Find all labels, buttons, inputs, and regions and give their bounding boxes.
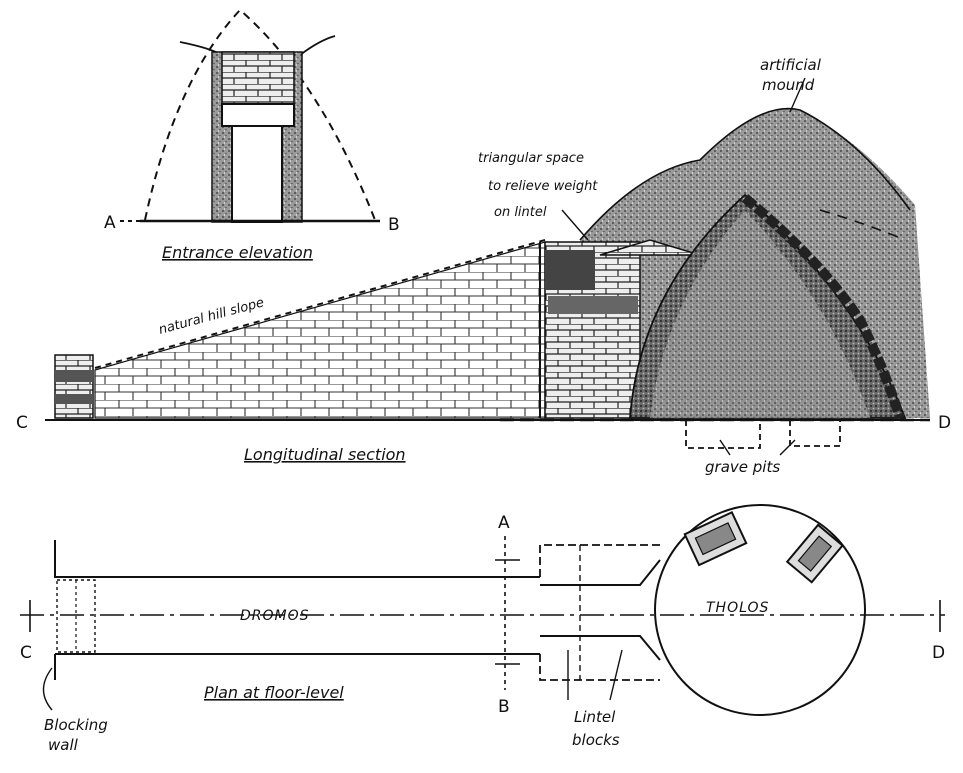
triangular-space-label-line3: on lintel [494,205,547,220]
marker-d-section: D [938,413,951,433]
artificial-mound-label-line2: mound [762,76,815,94]
entrance-elevation-caption: Entrance elevation [162,243,313,262]
artificial-mound-label-line1: artificial [760,56,822,74]
plan-at-floor-level-caption: Plan at floor-level [204,683,344,702]
entrance-elevation: A B Entrance elevation [104,8,400,262]
marker-c-plan: C [20,643,32,663]
marker-a-plan: A [498,513,510,533]
grave-pits-label: grave pits [705,458,780,476]
floor-plan: DROMOS THOLOS Plan at floor-level Blocki… [20,504,945,754]
blocking-wall-label-line1: Blocking [44,716,108,734]
longitudinal-section: C D artificial mound triangular space to… [16,56,951,476]
lintel-blocks-label-line2: blocks [572,731,620,749]
lintel-blocks-label-line1: Lintel [574,708,616,726]
triangular-space-label-line1: triangular space [478,151,584,166]
marker-a-elevation: A [104,213,116,233]
tholos-label: THOLOS [706,600,769,616]
triangular-space-label-line2: to relieve weight [488,179,598,194]
dromos-label: DROMOS [240,608,310,624]
blocking-wall-label-line2: wall [48,736,79,754]
longitudinal-section-caption: Longitudinal section [244,445,406,464]
marker-d-plan: D [932,643,945,663]
marker-b-plan: B [498,697,510,717]
marker-b-elevation: B [388,215,400,235]
marker-c-section: C [16,413,28,433]
